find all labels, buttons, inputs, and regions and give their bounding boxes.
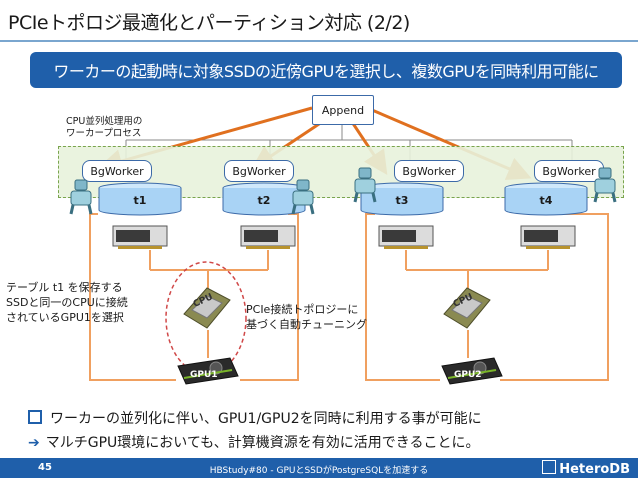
- bgworker-box: BgWorker: [534, 160, 604, 182]
- bgworker-box: BgWorker: [82, 160, 152, 182]
- ssd-cylinder: [222, 182, 306, 220]
- left-note-line1: テーブル t1 を保存する: [6, 281, 123, 294]
- gpu-label: GPU1: [190, 370, 218, 380]
- left-note-line2: SSDと同一のCPUに接続: [6, 296, 128, 309]
- nvme-ssd-card-icon: [520, 222, 576, 254]
- gpu-label: GPU2: [454, 370, 482, 380]
- gpu-card-icon: [176, 356, 240, 390]
- bgworker-box: BgWorker: [394, 160, 464, 182]
- center-note-line1: PCIe接続トポロジーに: [246, 303, 359, 316]
- logo-text: HeteroDB: [559, 462, 630, 477]
- worker-mascot-icon: [66, 178, 96, 220]
- ssd-cylinder: [98, 182, 182, 220]
- bullet-item: ワーカーの並列化に伴い、GPU1/GPU2を同時に利用する事が可能に: [28, 408, 482, 428]
- square-bullet-icon: [28, 410, 42, 424]
- append-node: Append: [312, 95, 374, 125]
- worker-mascot-icon: [590, 166, 620, 208]
- worker-mascot-icon: [350, 166, 380, 208]
- headline-banner: ワーカーの起動時に対象SSDの近傍GPUを選択し、複数GPUを同時利用可能に: [30, 52, 622, 88]
- ssd-cylinder: [504, 182, 588, 220]
- bullet-item: ➔ マルチGPU環境においても、計算機資源を有効に活用できることに。: [28, 432, 479, 452]
- cpu-worker-note-line1: CPU並列処理用の: [66, 116, 143, 127]
- left-note-line3: されているGPU1を選択: [6, 311, 124, 324]
- table-label: t4: [539, 194, 553, 207]
- center-note: PCIe接続トポロジーに 基づく自動チューニング: [246, 302, 367, 332]
- arrow-right-icon: ➔: [28, 435, 40, 451]
- cpu-worker-note-line2: ワーカープロセス: [66, 128, 142, 139]
- nvme-ssd-card-icon: [240, 222, 296, 254]
- logo-mark-icon: [542, 460, 557, 474]
- table-label: t1: [133, 194, 147, 207]
- cpu-chip-icon: [182, 286, 232, 334]
- center-note-line2: 基づく自動チューニング: [246, 318, 367, 331]
- bullet-text: ワーカーの並列化に伴い、GPU1/GPU2を同時に利用する事が可能に: [50, 411, 482, 427]
- table-label: t2: [257, 194, 271, 207]
- title-divider: [0, 40, 638, 42]
- gpu-card-icon: [440, 356, 504, 390]
- footer-text: HBStudy#80 - GPUとSSDがPostgreSQLを加速する: [209, 466, 429, 476]
- left-note: テーブル t1 を保存する SSDと同一のCPUに接続 されているGPU1を選択: [6, 280, 128, 325]
- ssd-cylinder: [360, 182, 444, 220]
- bullet-text: マルチGPU環境においても、計算機資源を有効に活用できることに。: [45, 435, 480, 451]
- page-title: PCIeトポロジ最適化とパーティション対応 (2/2): [8, 12, 410, 34]
- table-label: t3: [395, 194, 409, 207]
- nvme-ssd-card-icon: [112, 222, 168, 254]
- cpu-worker-note: CPU並列処理用の ワーカープロセス: [66, 116, 142, 140]
- footer-bar: [0, 458, 638, 478]
- nvme-ssd-card-icon: [378, 222, 434, 254]
- worker-mascot-icon: [288, 178, 318, 220]
- cpu-chip-icon: [442, 286, 492, 334]
- page-number: 45: [38, 462, 52, 473]
- heterodb-logo: HeteroDB: [542, 460, 630, 477]
- bgworker-box: BgWorker: [224, 160, 294, 182]
